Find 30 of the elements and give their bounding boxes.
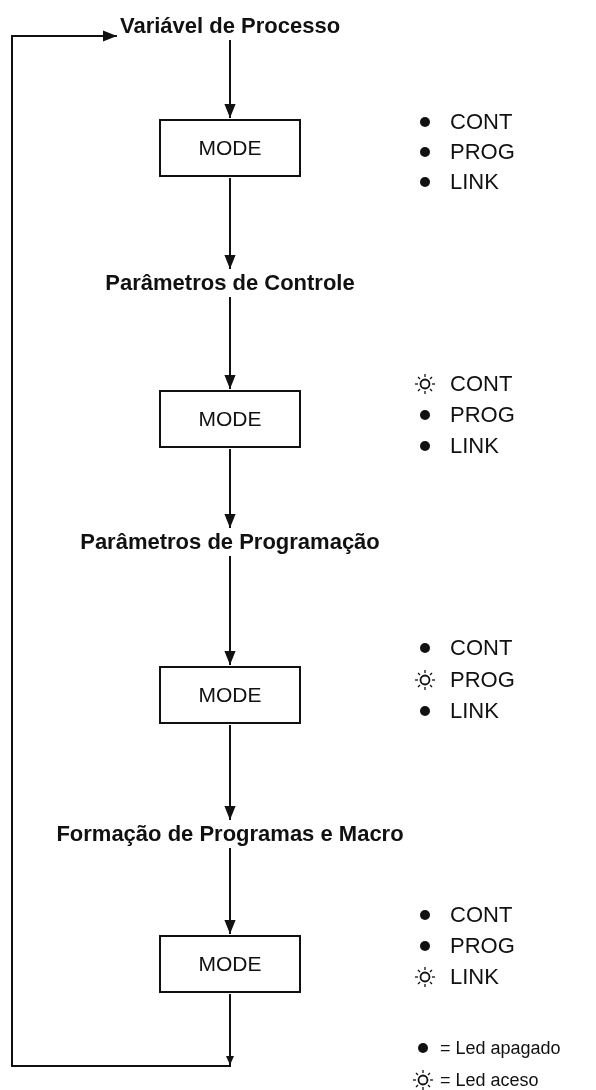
status-label: PROG [450,933,515,959]
status-label: LINK [450,169,499,195]
status-label: PROG [450,402,515,428]
step-heading: Formação de Programas e Macro [56,821,404,847]
legend-label: = Led aceso [440,1069,539,1090]
arrow [224,555,236,666]
status-label: PROG [450,667,515,693]
arrow [224,39,236,119]
legend-label: = Led apagado [440,1037,561,1059]
status-label: LINK [450,698,499,724]
mode-box: MODE [159,390,301,448]
status-label: PROG [450,139,515,165]
step-heading: Parâmetros de Programação [80,529,380,555]
status-label: CONT [450,371,513,397]
status-label: CONT [450,635,513,661]
arrow [11,30,234,1067]
status-label: CONT [450,109,513,135]
mode-box: MODE [159,935,301,993]
arrow [224,847,236,935]
status-label: LINK [450,433,499,459]
arrow [224,448,236,529]
step-heading: Parâmetros de Controle [105,270,355,296]
arrow [224,724,236,821]
status-label: LINK [450,964,499,990]
mode-box: MODE [159,666,301,724]
step-heading: Variável de Processo [119,13,341,39]
arrow [224,296,236,390]
status-label: CONT [450,902,513,928]
arrow [224,177,236,270]
mode-box: MODE [159,119,301,177]
